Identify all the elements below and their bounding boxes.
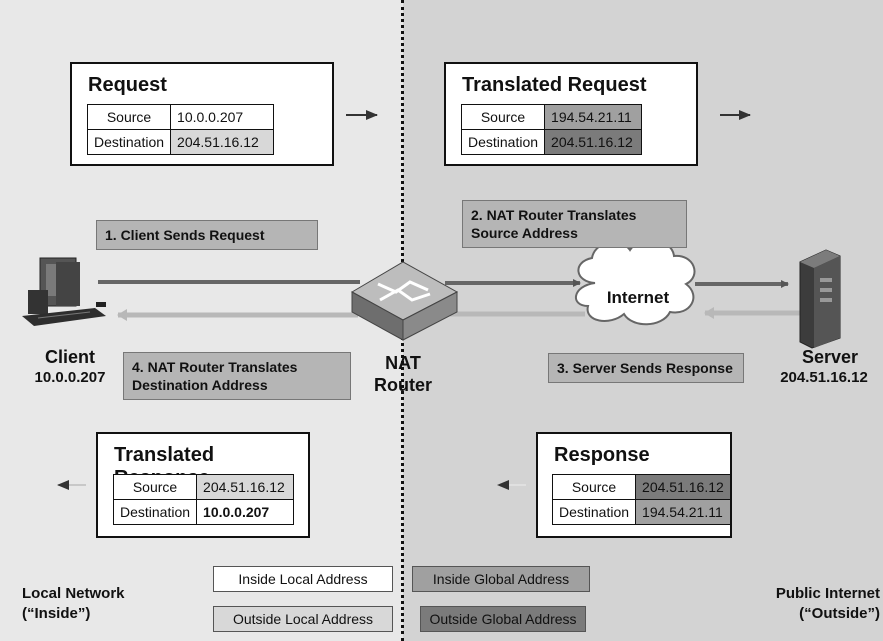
source-label: Source — [112, 474, 198, 500]
response-flow-arrow — [117, 307, 805, 321]
destination-label: Destination — [551, 499, 637, 525]
legend-inside-global: Inside Global Address — [412, 566, 590, 592]
source-label: Source — [460, 104, 546, 130]
public-internet-label-line1: Public Internet — [775, 585, 880, 602]
response-panel: Response Source 204.51.16.12 Destination… — [536, 432, 732, 538]
translated-response-panel: Translated Response Source 204.51.16.12 … — [96, 432, 310, 538]
translated-response-address-table: Source 204.51.16.12 Destination 10.0.0.2… — [112, 474, 295, 525]
public-internet-label: Public Internet (“Outside”) — [720, 584, 880, 624]
source-label: Source — [551, 474, 637, 500]
table-row: Destination 10.0.0.207 — [112, 499, 295, 525]
internet-cloud-icon — [575, 238, 696, 326]
request-panel: Request Source 10.0.0.207 Destination 20… — [70, 62, 334, 166]
step-3-label: 3. Server Sends Response — [548, 353, 744, 383]
table-row: Destination 204.51.16.12 — [86, 129, 275, 155]
table-row: Destination 194.54.21.11 — [551, 499, 731, 525]
router-label-line1: NAT — [385, 353, 421, 373]
response-address-table: Source 204.51.16.12 Destination 194.54.2… — [551, 474, 731, 525]
destination-label: Destination — [86, 129, 172, 155]
table-row: Source 10.0.0.207 — [86, 104, 275, 130]
client-ip: 10.0.0.207 — [34, 369, 106, 386]
legend-outside-global: Outside Global Address — [420, 606, 586, 632]
source-address: 10.0.0.207 — [170, 104, 275, 130]
source-address: 204.51.16.12 — [196, 474, 295, 500]
destination-address: 10.0.0.207 — [196, 499, 295, 525]
translated-request-panel-title: Translated Request — [462, 74, 647, 96]
table-row: Source 204.51.16.12 — [551, 474, 731, 500]
local-network-label-line2: (“Inside”) — [22, 605, 91, 622]
internet-label: Internet — [606, 288, 670, 307]
destination-address: 204.51.16.12 — [170, 129, 275, 155]
step-2-text-line1: 2. NAT Router Translates — [471, 207, 637, 223]
public-internet-label-line2: (“Outside”) — [799, 605, 880, 622]
source-address: 194.54.21.11 — [544, 104, 643, 130]
step-4-text-line2: Destination Address — [132, 377, 268, 393]
server-ip: 204.51.16.12 — [780, 369, 868, 386]
translated-request-address-table: Source 194.54.21.11 Destination 204.51.1… — [460, 104, 643, 155]
step-4-label: 4. NAT Router Translates Destination Add… — [123, 352, 351, 400]
step-1-label: 1. Client Sends Request — [96, 220, 318, 250]
local-network-label: Local Network (“Inside”) — [22, 584, 172, 624]
client-label: Client — [44, 347, 95, 367]
table-row: Destination 204.51.16.12 — [460, 129, 643, 155]
destination-address: 204.51.16.12 — [544, 129, 643, 155]
step-2-label: 2. NAT Router Translates Source Address — [462, 200, 687, 248]
server-icon — [799, 249, 841, 349]
legend-inside-local: Inside Local Address — [213, 566, 393, 592]
source-address: 204.51.16.12 — [635, 474, 731, 500]
step-2-text-line2: Source Address — [471, 225, 578, 241]
request-panel-title: Request — [88, 74, 167, 96]
table-row: Source 194.54.21.11 — [460, 104, 643, 130]
router-label-line2: Router — [374, 375, 432, 395]
response-panel-title: Response — [554, 444, 650, 466]
local-network-label-line1: Local Network — [22, 585, 125, 602]
request-flow-arrow — [98, 279, 789, 288]
legend-outside-local: Outside Local Address — [213, 606, 393, 632]
server-label: Server — [801, 347, 859, 367]
step-1-text: 1. Client Sends Request — [105, 227, 265, 243]
step-4-text-line1: 4. NAT Router Translates — [132, 359, 298, 375]
client-computer-icon — [22, 257, 106, 326]
table-row: Source 204.51.16.12 — [112, 474, 295, 500]
step-3-text: 3. Server Sends Response — [557, 360, 733, 376]
translated-request-panel: Translated Request Source 194.54.21.11 D… — [444, 62, 698, 166]
request-address-table: Source 10.0.0.207 Destination 204.51.16.… — [86, 104, 275, 155]
destination-address: 194.54.21.11 — [635, 499, 731, 525]
destination-label: Destination — [460, 129, 546, 155]
source-label: Source — [86, 104, 172, 130]
destination-label: Destination — [112, 499, 198, 525]
nat-router-icon — [350, 261, 459, 341]
